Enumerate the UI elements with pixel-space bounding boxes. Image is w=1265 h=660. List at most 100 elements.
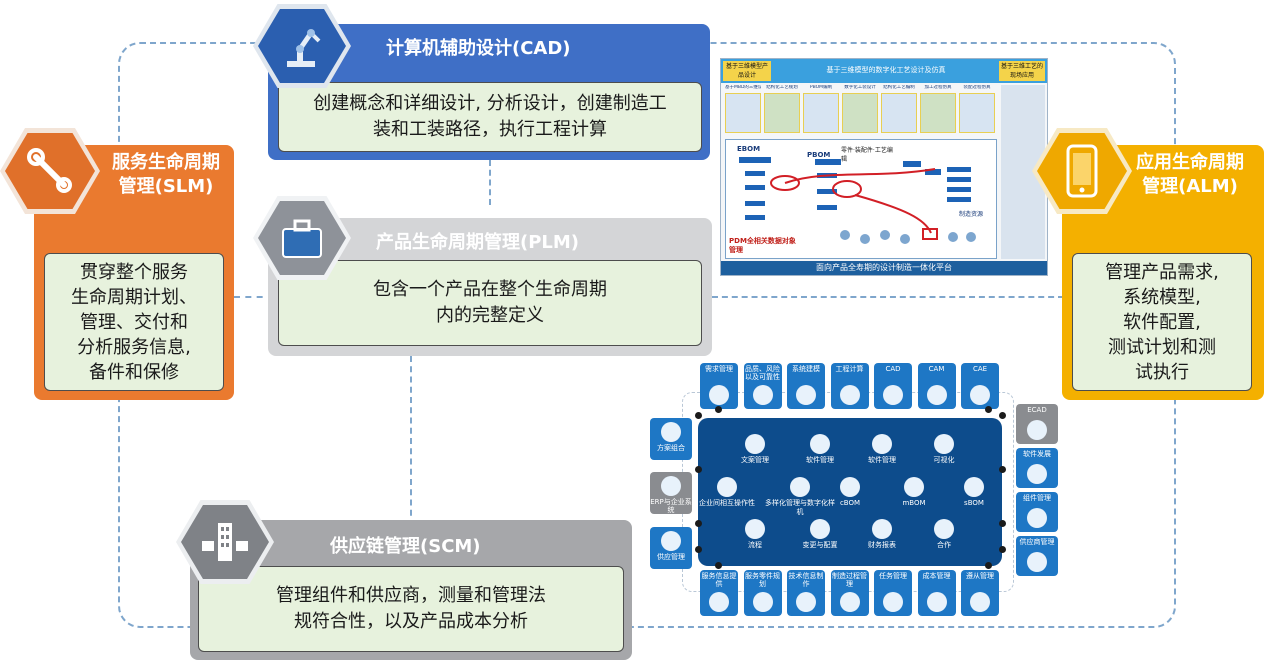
platform-bottom-module[interactable]: 技术信息制作	[787, 570, 825, 616]
connector-dot	[999, 546, 1006, 553]
platform-bottom-module[interactable]: 服务零件规划	[743, 570, 782, 616]
briefcase-icon	[282, 219, 322, 258]
platform-top-module[interactable]: CAE	[961, 363, 999, 409]
core-module-icon[interactable]	[790, 477, 810, 497]
screenshot-thumbnail	[803, 93, 839, 133]
core-module-label: 企业间相互操作性	[699, 499, 755, 507]
screenshot-tag-left: 基于三维模型产品设计	[723, 61, 771, 81]
module-icon	[796, 592, 816, 612]
platform-left-module[interactable]: ERP与企业系统	[650, 472, 692, 514]
core-module-icon[interactable]	[904, 477, 924, 497]
cad-card: 计算机辅助设计(CAD) 创建概念和详细设计, 分析设计，创建制造工装和工装路径…	[268, 24, 710, 160]
platform-right-module[interactable]: 供应商管理	[1016, 536, 1058, 576]
connector-dot	[695, 466, 702, 473]
screenshot-header-bar	[721, 59, 1047, 83]
core-module-icon[interactable]	[745, 434, 765, 454]
core-module-icon[interactable]	[810, 519, 830, 539]
platform-tile-label: CAM	[928, 365, 945, 373]
core-module-icon[interactable]	[810, 434, 830, 454]
platform-tile-label: 制造过程管理	[832, 572, 867, 588]
platform-right-module[interactable]: 组件管理	[1016, 492, 1058, 532]
platform-top-module[interactable]: CAD	[874, 363, 912, 409]
screenshot-flow-svg	[739, 157, 976, 244]
screenshot-thumb-label: 结构化工艺规划	[766, 85, 798, 90]
core-module-label: 流程	[748, 541, 762, 549]
cad-title: 计算机辅助设计(CAD)	[386, 38, 571, 59]
module-icon	[796, 385, 816, 405]
module-icon	[709, 385, 729, 405]
screenshot-thumb-label: 基于MBD的三维设计	[725, 85, 761, 90]
screenshot-ebom-label: EBOM	[737, 145, 761, 153]
platform-right-module[interactable]: ECAD	[1016, 404, 1058, 444]
platform-tile-label: 服务信息提供	[701, 572, 737, 588]
screenshot-header: 基于三维模型的数字化工艺设计及仿真	[826, 66, 946, 74]
alm-description: 管理产品需求,系统模型,软件配置,测试计划和测试执行	[1072, 253, 1252, 391]
core-module-label: 变更与配置	[802, 541, 838, 549]
screenshot-pbom-label: PBOM	[807, 151, 831, 159]
module-icon	[926, 385, 947, 405]
module-icon	[883, 592, 903, 612]
platform-top-module[interactable]: 需求管理	[700, 363, 738, 409]
module-icon	[1027, 464, 1047, 484]
platform-top-module[interactable]: 品质、风险以及可靠性	[743, 363, 782, 409]
robot-arm-icon	[287, 29, 321, 67]
platform-tile-label: 系统建模	[792, 365, 820, 373]
platform-top-module[interactable]: 工程计算	[830, 363, 869, 409]
platform-bottom-module[interactable]: 服务信息提供	[700, 570, 738, 616]
platform-left-module[interactable]: 供应管理	[650, 527, 692, 569]
module-icon	[839, 385, 860, 405]
module-icon	[970, 592, 990, 612]
platform-tile-label: 成本管理	[922, 572, 951, 580]
platform-tile-label: CAE	[972, 365, 988, 373]
screenshot-resource-label: 制造资源	[959, 211, 984, 218]
platform-bottom-module[interactable]: 任务管理	[874, 570, 912, 616]
module-icon	[926, 592, 947, 612]
screenshot-thumb-label: PBOM编制	[809, 85, 833, 90]
scm-description: 管理组件和供应商，测量和管理法规符合性，以及产品成本分析	[198, 566, 624, 652]
module-icon	[752, 592, 773, 612]
module-icon	[661, 422, 681, 442]
core-module-label: 可视化	[933, 456, 955, 464]
core-module-icon[interactable]	[934, 519, 954, 539]
platform-left-module[interactable]: 方案组合	[650, 418, 692, 460]
platform-bottom-module[interactable]: 成本管理	[917, 570, 956, 616]
core-module-icon[interactable]	[840, 477, 860, 497]
module-icon	[1027, 508, 1047, 528]
cad-hex	[253, 4, 351, 88]
module-icon	[1027, 420, 1047, 440]
plm-title: 产品生命周期管理(PLM)	[376, 232, 580, 253]
core-module-icon[interactable]	[717, 477, 737, 497]
core-module-icon[interactable]	[872, 519, 892, 539]
screenshot-thumbnail	[842, 93, 878, 133]
connector-plm-scm	[410, 356, 412, 526]
platform-tile-label: ERP与企业系统	[650, 498, 692, 514]
platform-tile-label: 服务零件规划	[745, 572, 780, 588]
platform-tile-label: 遵从管理	[966, 572, 994, 580]
platform-top-module[interactable]: 系统建模	[787, 363, 825, 409]
screenshot-thumbnail	[959, 93, 995, 133]
core-module-icon[interactable]	[964, 477, 984, 497]
platform-bottom-module[interactable]: 遵从管理	[961, 570, 999, 616]
slm-title: 服务生命周期管理(SLM)	[112, 152, 220, 197]
platform-top-module[interactable]: CAM	[917, 363, 956, 409]
platform-bottom-module[interactable]: 制造过程管理	[830, 570, 869, 616]
connector-dot	[695, 546, 702, 553]
screenshot-tag-right: 基于三维工艺的现场应用	[999, 61, 1045, 81]
core-module-icon[interactable]	[872, 434, 892, 454]
screenshot-thumb-label: 结构化工艺编制	[883, 85, 915, 90]
plm-description: 包含一个产品在整个生命周期内的完整定义	[278, 260, 702, 346]
module-icon	[661, 531, 681, 551]
mobile-phone-icon	[1066, 144, 1098, 198]
platform-right-module[interactable]: 软件发展	[1016, 448, 1058, 488]
plm-hex	[253, 196, 351, 280]
connector-dot	[985, 406, 992, 413]
connector-slm-plm	[234, 296, 274, 298]
screenshot-thumbnail	[725, 93, 761, 133]
platform-tile-label: ECAD	[1027, 406, 1047, 414]
core-module-icon[interactable]	[745, 519, 765, 539]
screenshot-thumb-label: 加工过程仿真	[924, 85, 952, 90]
core-module-icon[interactable]	[934, 434, 954, 454]
screenshot-thumbnail	[764, 93, 800, 133]
core-module-label: 合作	[937, 541, 951, 549]
module-icon	[1027, 552, 1047, 572]
